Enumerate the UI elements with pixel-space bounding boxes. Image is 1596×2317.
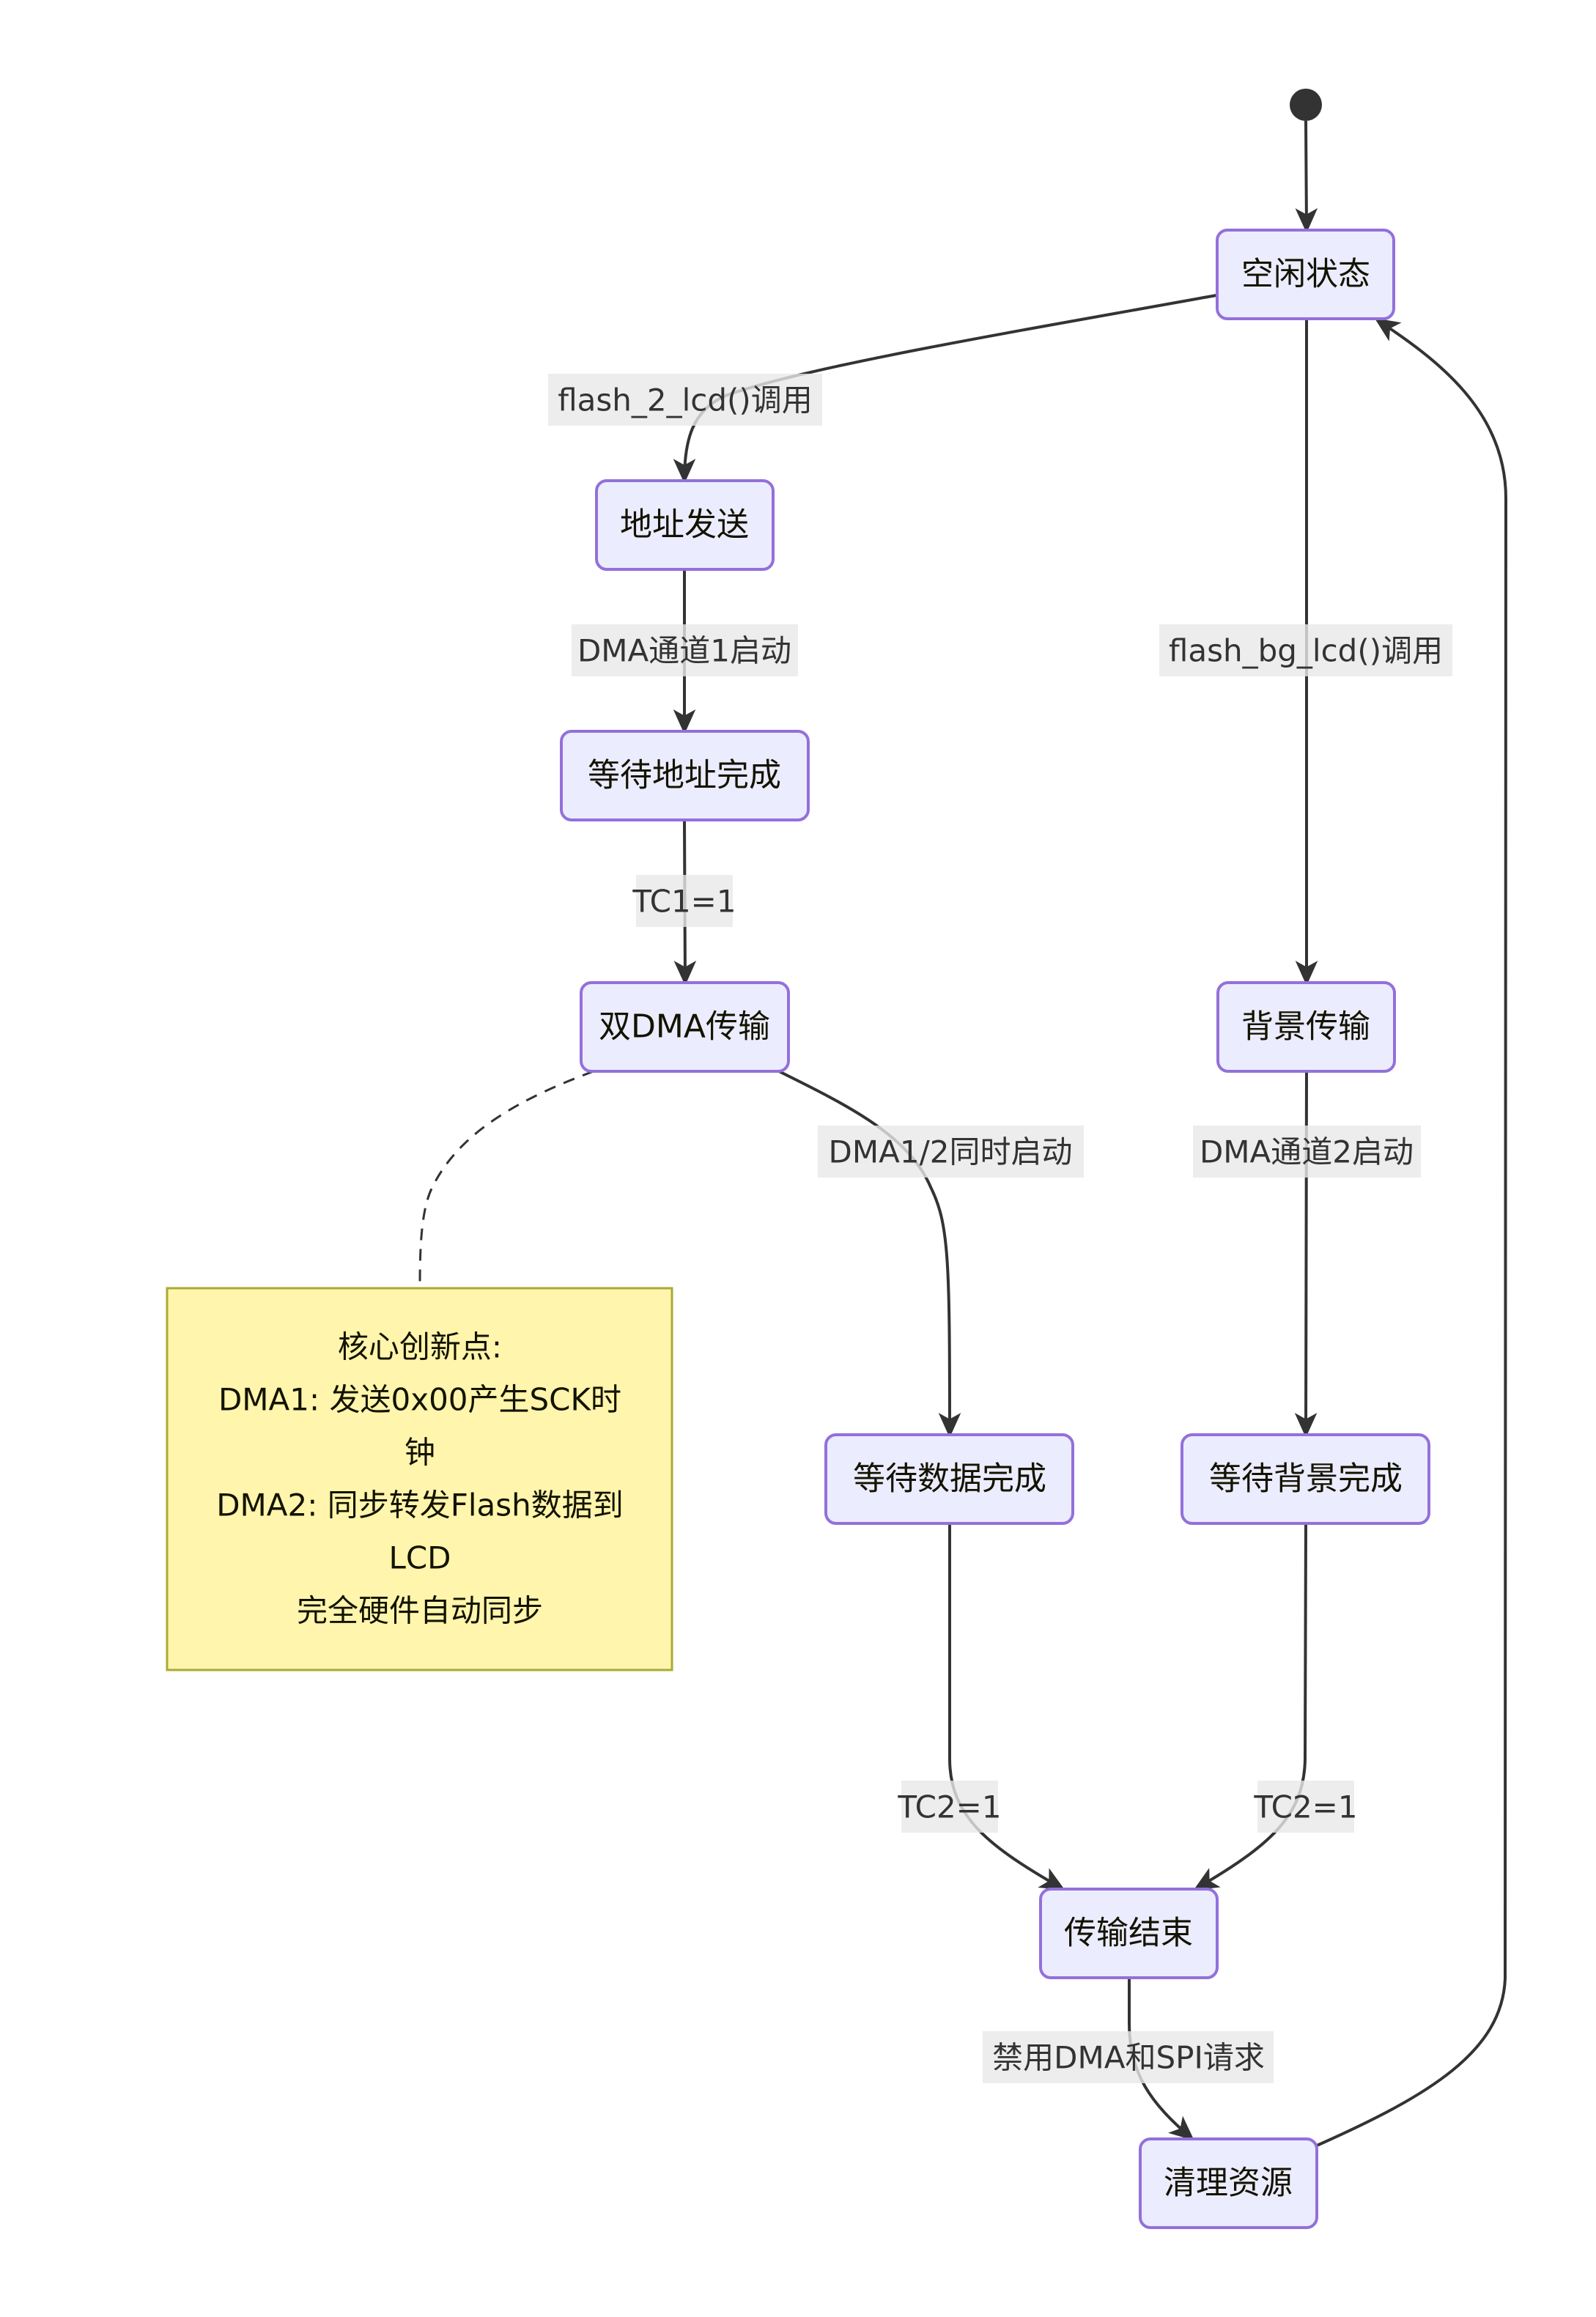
state-wait-bg[interactable]: 等待背景完成 <box>1181 1433 1430 1525</box>
note-line: 钟 <box>404 1435 435 1471</box>
state-dual-dma[interactable]: 双DMA传输 <box>580 981 790 1073</box>
label-wait-bg-to-end: TC2=1 <box>1253 1781 1358 1833</box>
svg-text:等待地址完成: 等待地址完成 <box>588 757 781 794</box>
svg-text:传输结束: 传输结束 <box>1064 1915 1193 1952</box>
svg-text:背景传输: 背景传输 <box>1241 1008 1370 1046</box>
state-idle[interactable]: 空闲状态 <box>1216 229 1395 320</box>
svg-text:TC2=1: TC2=1 <box>1253 1789 1357 1825</box>
state-wait-addr[interactable]: 等待地址完成 <box>560 730 810 821</box>
svg-text:清理资源: 清理资源 <box>1164 2165 1293 2202</box>
svg-text:flash_2_lcd()调用: flash_2_lcd()调用 <box>558 383 813 418</box>
note-line: 核心创新点: <box>338 1329 502 1365</box>
note-line: DMA1: 发送0x00产生SCK时 <box>218 1382 621 1418</box>
svg-text:TC2=1: TC2=1 <box>897 1789 1001 1825</box>
label-wait-data-to-end: TC2=1 <box>897 1781 1002 1833</box>
state-transfer-end[interactable]: 传输结束 <box>1039 1888 1219 1979</box>
edge-start-to-idle <box>1295 120 1318 234</box>
svg-text:禁用DMA和SPI请求: 禁用DMA和SPI请求 <box>992 2040 1265 2076</box>
svg-text:地址发送: 地址发送 <box>620 506 749 544</box>
edge-cleanup-to-idle <box>1316 318 1508 2147</box>
note-line: 完全硬件自动同步 <box>297 1593 543 1629</box>
svg-text:空闲状态: 空闲状态 <box>1241 256 1370 293</box>
state-addr-send[interactable]: 地址发送 <box>595 479 775 571</box>
label-bg-to-wait-bg: DMA通道2启动 <box>1193 1126 1421 1178</box>
svg-text:DMA通道2启动: DMA通道2启动 <box>1200 1134 1414 1170</box>
svg-text:等待数据完成: 等待数据完成 <box>853 1460 1046 1498</box>
svg-text:DMA通道1启动: DMA通道1启动 <box>577 633 791 669</box>
note-core-innovation: 核心创新点: DMA1: 发送0x00产生SCK时 钟 DMA2: 同步转发Fl… <box>166 1287 673 1671</box>
label-idle-to-addr-send: flash_2_lcd()调用 <box>548 374 822 426</box>
svg-text:flash_bg_lcd()调用: flash_bg_lcd()调用 <box>1169 633 1443 669</box>
edge-labels: flash_2_lcd()调用 DMA通道1启动 TC1=1 flash_bg_… <box>548 374 1452 2083</box>
edge-dual-dma-to-wait-data <box>778 1070 961 1438</box>
svg-text:TC1=1: TC1=1 <box>632 884 736 920</box>
state-wait-data[interactable]: 等待数据完成 <box>824 1433 1074 1525</box>
state-cleanup[interactable]: 清理资源 <box>1139 2137 1318 2229</box>
svg-text:DMA1/2同时启动: DMA1/2同时启动 <box>829 1134 1073 1170</box>
note-line: LCD <box>388 1540 451 1576</box>
label-wait-addr-to-dual-dma: TC1=1 <box>632 875 736 927</box>
edge-wait-data-to-end <box>948 1524 1065 1891</box>
edge-wait-bg-to-end <box>1193 1523 1307 1891</box>
state-bg-transfer[interactable]: 背景传输 <box>1216 981 1396 1073</box>
start-state-dot <box>1290 89 1322 121</box>
note-line: DMA2: 同步转发Flash数据到 <box>216 1488 624 1523</box>
svg-text:双DMA传输: 双DMA传输 <box>599 1008 770 1046</box>
note-connector <box>418 1070 594 1287</box>
svg-text:等待背景完成: 等待背景完成 <box>1209 1460 1403 1498</box>
label-dual-dma-to-wait-data: DMA1/2同时启动 <box>818 1126 1084 1178</box>
label-idle-to-bg-transfer: flash_bg_lcd()调用 <box>1159 624 1452 676</box>
label-addr-send-to-wait-addr: DMA通道1启动 <box>572 624 798 676</box>
label-end-to-cleanup: 禁用DMA和SPI请求 <box>983 2031 1274 2083</box>
